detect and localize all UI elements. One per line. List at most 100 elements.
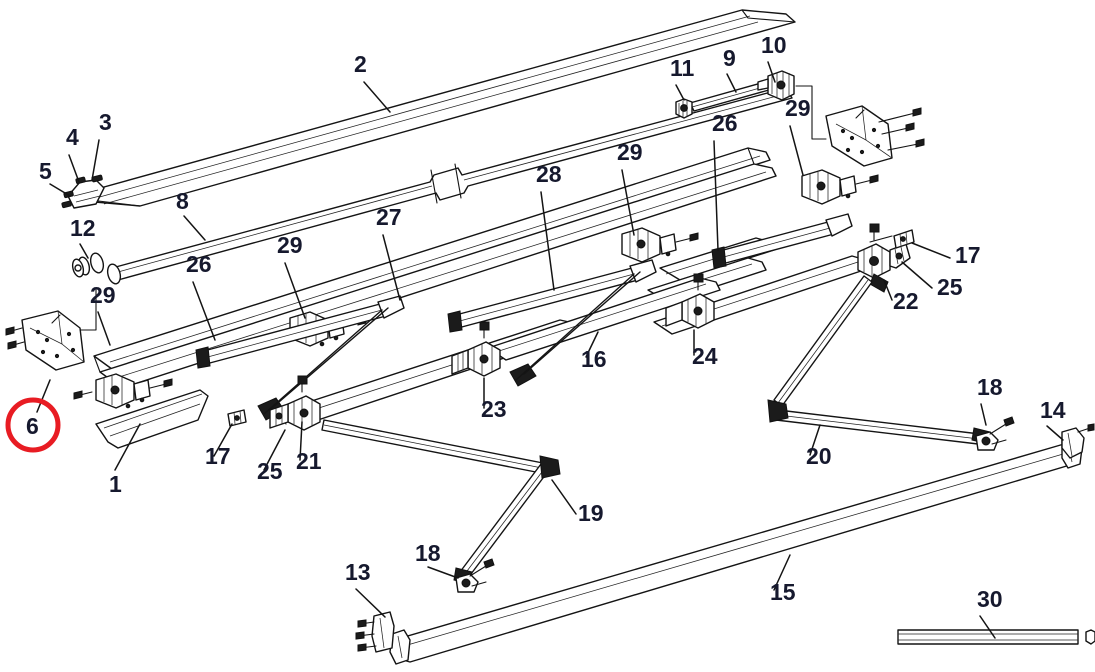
part-18-arm-foot-bracket-right <box>975 416 1015 451</box>
callout-label-3: 3 <box>99 109 112 135</box>
callout-label-12: 12 <box>70 215 96 241</box>
leader-line-25 <box>263 429 286 471</box>
callout-label-6: 6 <box>26 413 39 439</box>
part-29-rail-carriage-d <box>801 169 879 205</box>
leader-line-10 <box>767 61 776 83</box>
callout-label-18: 18 <box>977 374 1003 400</box>
callout-label-26: 26 <box>186 251 212 277</box>
leader-line-18 <box>980 403 987 426</box>
part-17-clevis-pin-left <box>227 409 247 427</box>
callout-label-25: 25 <box>937 274 963 300</box>
callout-label-17: 17 <box>205 443 231 469</box>
leader-line-2 <box>363 81 391 113</box>
leader-line-21 <box>299 421 303 461</box>
callout-label-20: 20 <box>806 443 832 469</box>
leader-line-12 <box>79 243 89 259</box>
leader-line-13 <box>355 588 386 618</box>
callout-label-29: 29 <box>617 139 643 165</box>
part-20-scissor-arm-lower-right <box>767 275 991 445</box>
callout-label-24: 24 <box>692 343 718 369</box>
hex-nut-icon <box>1085 629 1095 645</box>
part-1-front-rail-lower <box>95 389 209 449</box>
part-14-roller-end-plug <box>1061 423 1095 459</box>
leader-line-4 <box>68 154 80 183</box>
callout-label-23: 23 <box>481 396 507 422</box>
callout-label-22: 22 <box>893 288 919 314</box>
leader-line-15 <box>773 554 791 591</box>
leader-line-28 <box>540 191 555 291</box>
leader-line-29 <box>789 125 804 176</box>
callout-label-11: 11 <box>670 55 695 81</box>
part-30-flat-trim-strip <box>897 629 1095 645</box>
part-19-scissor-arm-lower-left <box>321 419 561 585</box>
leader-line-17 <box>213 423 233 457</box>
part-17-clevis-pin-right <box>869 229 915 249</box>
callout-label-21: 21 <box>296 448 322 474</box>
callout-label-27: 27 <box>376 204 402 230</box>
part-12-end-washer-set <box>71 252 105 278</box>
leader-line-9 <box>726 73 737 93</box>
mounting-bracket-right <box>825 105 925 167</box>
part-11-shaft-collar <box>675 98 693 119</box>
callout-label-5: 5 <box>39 158 52 184</box>
callout-label-4: 4 <box>66 124 79 150</box>
callout-label-2: 2 <box>354 51 367 77</box>
leader-line-18 <box>427 566 459 579</box>
leader-line-3 <box>91 139 100 181</box>
part-13-roller-end-cap <box>355 611 395 653</box>
part-25-bolt-and-nut-left <box>269 403 289 429</box>
leader-line-11 <box>675 84 685 101</box>
part-25-bolt-and-nut-right <box>889 243 911 269</box>
part-27-rail-assembly <box>93 147 777 389</box>
callout-label-30: 30 <box>977 586 1003 612</box>
leader-line-22 <box>883 279 893 301</box>
leader-line-1 <box>114 423 141 471</box>
leader-line-27 <box>382 234 401 301</box>
part-29-rail-carriage-c <box>621 227 699 263</box>
part-26-upper-arm-link <box>711 213 853 269</box>
leader-line-26 <box>713 140 719 251</box>
callout-label-15: 15 <box>770 579 796 605</box>
red-circle-annotation <box>5 397 61 453</box>
leader-line-8 <box>183 215 206 241</box>
leader-line-17 <box>911 242 951 259</box>
leader-line-6 <box>36 379 51 413</box>
coupler-bracket-link <box>795 85 827 140</box>
callout-label-29: 29 <box>785 95 811 121</box>
part-28-gas-strut-right <box>447 259 657 387</box>
callout-label-29: 29 <box>277 232 303 258</box>
callout-label-28: 28 <box>536 161 562 187</box>
part-27-gas-strut-left <box>195 295 405 421</box>
part-24-joint-block-mid-right <box>665 273 715 329</box>
part-21-pivot-knuckle-left <box>287 375 321 431</box>
callout-leader-lines <box>36 61 1064 639</box>
part-29-rail-carriage-a <box>73 373 173 409</box>
callout-label-19: 19 <box>578 500 604 526</box>
callout-label-16: 16 <box>581 346 607 372</box>
callout-label-8: 8 <box>176 188 189 214</box>
callout-label-25: 25 <box>257 458 283 484</box>
callout-label-10: 10 <box>761 32 787 58</box>
leader-line-29 <box>284 262 306 319</box>
callout-label-29: 29 <box>90 282 116 308</box>
leader-line-26 <box>192 281 216 341</box>
leader-line-29 <box>621 169 635 236</box>
leader-line-25 <box>901 261 933 289</box>
callout-label-14: 14 <box>1040 397 1066 423</box>
leader-line-16 <box>585 331 599 358</box>
callout-label-13: 13 <box>345 559 371 585</box>
callout-label-9: 9 <box>723 45 736 71</box>
callout-label-17: 17 <box>955 242 981 268</box>
callout-label-1: 1 <box>109 471 122 497</box>
part-6-mounting-bracket-left <box>5 289 97 371</box>
part-23-joint-block-mid-left <box>451 321 501 377</box>
part-18-arm-foot-bracket-left <box>455 558 495 593</box>
leader-line-14 <box>1046 425 1064 441</box>
leader-line-5 <box>49 183 71 197</box>
callout-label-18: 18 <box>415 540 441 566</box>
leader-line-19 <box>551 479 577 515</box>
leader-line-29 <box>97 311 111 346</box>
part-10-gear-motor-coupler <box>757 70 795 101</box>
